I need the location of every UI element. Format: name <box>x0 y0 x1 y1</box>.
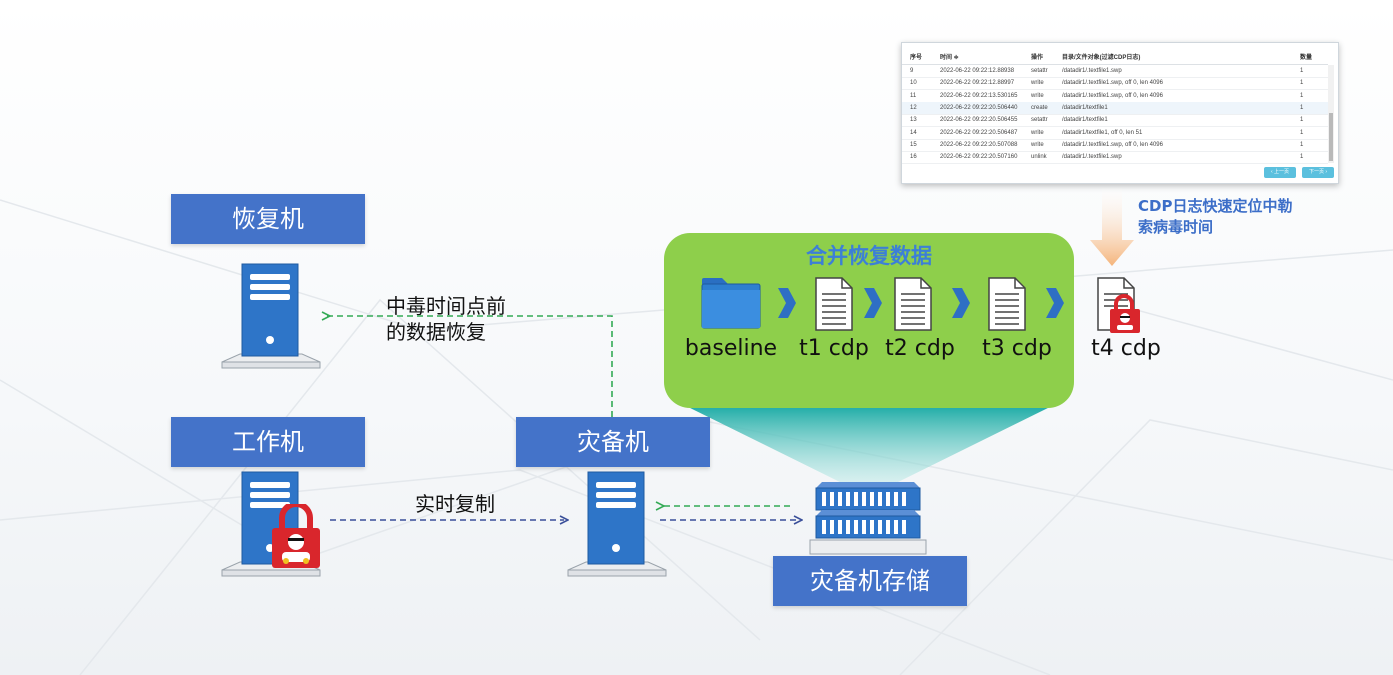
folder-icon <box>701 278 761 329</box>
table-cell: 2022-06-22 09:22:20.506455 <box>940 117 1018 124</box>
table-row[interactable]: 15 2022-06-22 09:22:20.507088 write/datadi… <box>902 139 1328 152</box>
chevron-right-icon <box>1046 288 1064 318</box>
recovery-server-icon <box>221 263 321 369</box>
table-cell: /datadir1/.textfile1.swp, off 0, len 409… <box>1062 141 1163 148</box>
ransomware-lock-icon <box>272 504 320 568</box>
step-t1-label: t1 cdp <box>799 336 869 361</box>
table-cell: /datadir1/textfile1 <box>1062 117 1108 124</box>
callout-arrow <box>1090 188 1134 266</box>
table-row[interactable]: 10 2022-06-22 09:22:12.88997 write/datadir… <box>902 77 1328 91</box>
table-cell: 1 <box>1300 104 1304 111</box>
table-header: 序号 时间 ≑ 操作 目录/文件对象(过滤CDP日志) 数量 <box>902 52 1328 65</box>
backup-machine-label: 灾备机 <box>516 417 710 467</box>
table-cell: write <box>1031 80 1044 87</box>
table-cell: write <box>1031 129 1044 136</box>
table-cell: 1 <box>1300 141 1304 148</box>
table-cell: 2022-06-22 09:22:13.530165 <box>940 92 1018 99</box>
table-row[interactable]: 16 2022-06-22 09:22:20.507160 unlink/datad… <box>902 151 1328 165</box>
step-t4-label: t4 cdp <box>1091 336 1161 361</box>
table-cell: 1 <box>1300 117 1304 124</box>
table-cell: 2022-06-22 09:22:20.506487 <box>940 129 1018 136</box>
replication-arrow-label: 实时复制 <box>415 492 495 516</box>
step-t3-label: t3 cdp <box>982 336 1052 361</box>
table-cell: 2022-06-22 09:22:12.88997 <box>940 80 1015 87</box>
table-scroll-thumb[interactable] <box>1329 113 1333 161</box>
table-cell: 13 <box>910 117 917 124</box>
table-cell: 1 <box>1300 92 1304 99</box>
work-machine-label: 工作机 <box>171 417 365 467</box>
table-row[interactable]: 14 2022-06-22 09:22:20.506487 write/datadi… <box>902 127 1328 140</box>
infected-document-icon <box>1097 277 1140 333</box>
step-baseline-label: baseline <box>684 336 778 361</box>
table-row[interactable]: 11 2022-06-22 09:22:13.530165 write/datadi… <box>902 90 1328 103</box>
document-icon <box>988 277 1026 331</box>
table-cell: write <box>1031 141 1044 148</box>
table-cell: 9 <box>910 68 914 74</box>
backup-storage-label: 灾备机存储 <box>773 556 967 606</box>
chevron-right-icon <box>864 288 882 318</box>
table-cell: write <box>1031 92 1044 99</box>
table-cell: /datadir1/.textfile1.swp <box>1062 154 1122 161</box>
table-cell: /datadir1/textfile1, off 0, len 51 <box>1062 129 1143 136</box>
table-cell: 1 <box>1300 68 1304 74</box>
document-icon <box>815 277 853 331</box>
table-cell: 2022-06-22 09:22:20.507160 <box>940 154 1018 161</box>
table-cell: /datadir1/.textfile1.swp, off 0, len 409… <box>1062 80 1163 87</box>
callout-text: CDP日志快速定位中勒 索病毒时间 <box>1138 197 1293 236</box>
table-cell: 11 <box>910 92 917 99</box>
table-row[interactable]: 9 2022-06-22 09:22:12.88938 setattr/datadi… <box>902 65 1328 78</box>
table-cell: 1 <box>1300 80 1304 87</box>
table-cell: 1 <box>1300 129 1304 136</box>
storage-array-icon <box>809 482 927 555</box>
table-cell: 2022-06-22 09:22:20.507088 <box>940 141 1018 148</box>
table-row[interactable]: 13 2022-06-22 09:22:20.506455 setattr/data… <box>902 114 1328 128</box>
table-cell: 2022-06-22 09:22:12.88938 <box>940 68 1015 74</box>
table-cell: 14 <box>910 129 917 136</box>
sort-time-header[interactable]: 时间 ≑ <box>940 55 959 61</box>
table-cell: /datadir1/textfile1 <box>1062 104 1108 111</box>
recovery-machine-label: 恢复机 <box>171 194 365 244</box>
next-page-button[interactable]: 下一页 › <box>1302 167 1334 178</box>
table-cell: 12 <box>910 104 917 111</box>
chevron-right-icon <box>778 288 796 318</box>
table-cell: setattr <box>1031 68 1048 74</box>
restore-arrow-label: 中毒时间点前 的数据恢复 <box>386 294 506 344</box>
table-cell: 1 <box>1300 154 1304 161</box>
table-cell: /datadir1/.textfile1.swp, off 0, len 409… <box>1062 92 1163 99</box>
table-cell: 15 <box>910 141 917 148</box>
merge-funnel <box>682 404 1056 488</box>
table-cell: setattr <box>1031 117 1048 124</box>
merge-panel-title: 合并恢复数据 <box>806 244 932 268</box>
backup-server-icon <box>567 471 667 577</box>
table-cell: create <box>1031 104 1048 111</box>
cdp-log-table: 序号 时间 ≑ 操作 目录/文件对象(过滤CDP日志) 数量 9 2022-06-… <box>901 42 1339 184</box>
chevron-right-icon <box>952 288 970 318</box>
document-icon <box>894 277 932 331</box>
step-t2-label: t2 cdp <box>885 336 955 361</box>
table-cell: 10 <box>910 80 917 87</box>
prev-page-button[interactable]: ‹ 上一页 <box>1264 167 1296 178</box>
table-row[interactable]: 12 2022-06-22 09:22:20.506440 create/datad… <box>902 101 1328 115</box>
table-cell: 16 <box>910 154 917 161</box>
table-cell: /datadir1/.textfile1.swp <box>1062 68 1122 74</box>
table-cell: unlink <box>1031 154 1047 161</box>
table-cell: 2022-06-22 09:22:20.506440 <box>940 104 1018 111</box>
